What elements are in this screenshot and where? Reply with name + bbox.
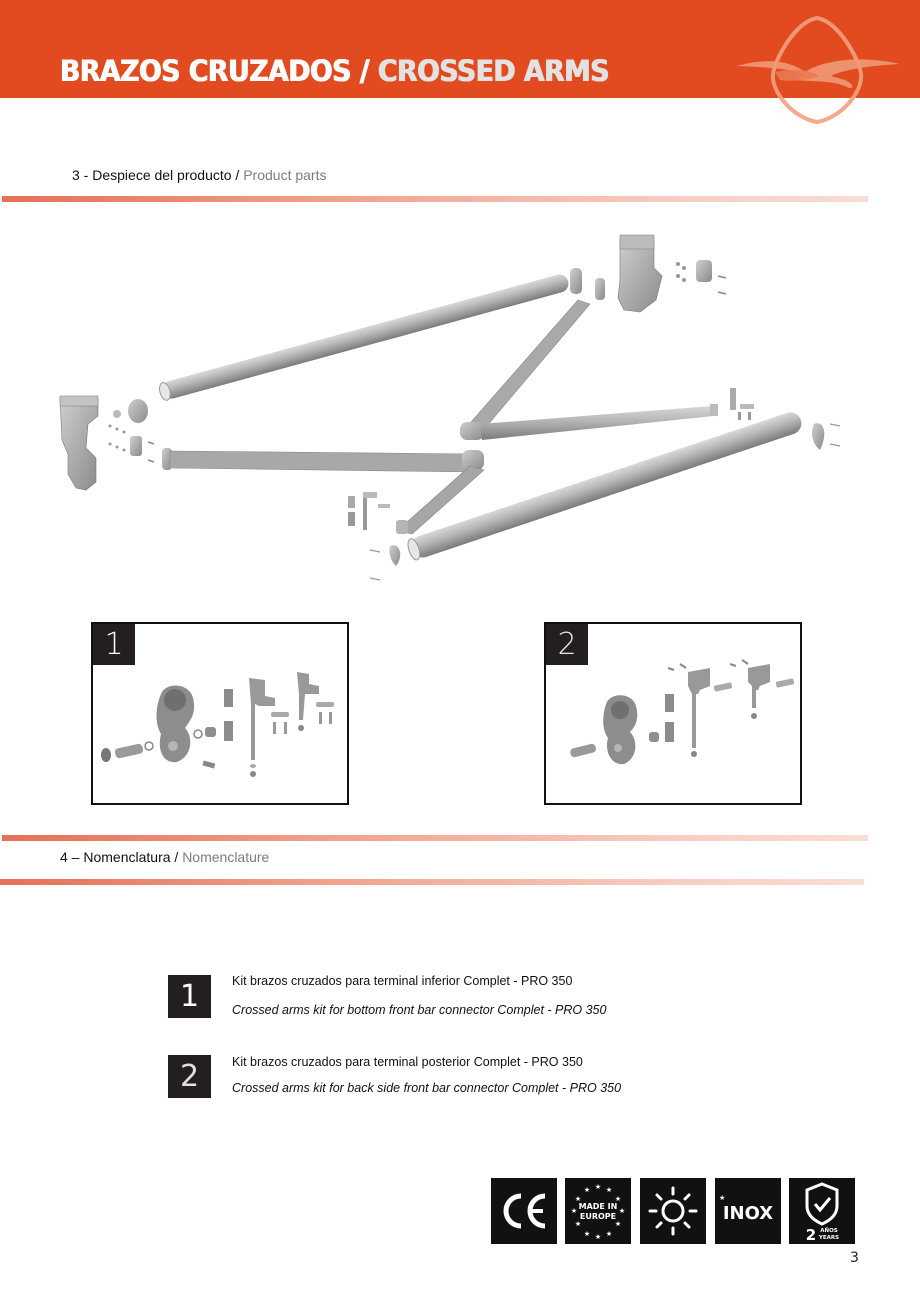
kit-badge-1: 1 bbox=[93, 624, 135, 665]
roller-tube-top bbox=[159, 274, 569, 401]
page-header: BRAZOS CRUZADOS / CROSSED ARMS bbox=[0, 0, 920, 98]
nomenclature-text-english: Crossed arms kit for back side front bar… bbox=[232, 1081, 622, 1095]
svg-text:★: ★ bbox=[584, 1186, 590, 1194]
section-divider bbox=[2, 196, 868, 202]
svg-text:INOX: INOX bbox=[723, 1203, 773, 1224]
title-spanish: BRAZOS CRUZADOS bbox=[60, 54, 351, 88]
svg-text:AÑOS: AÑOS bbox=[820, 1227, 838, 1234]
section-separator: / bbox=[170, 849, 183, 865]
nomenclature-badge-2: 2 bbox=[168, 1055, 211, 1098]
svg-text:★: ★ bbox=[615, 1220, 621, 1228]
section-title-english: Product parts bbox=[243, 167, 327, 183]
section-divider bbox=[2, 835, 868, 841]
section-number: 4 – bbox=[60, 849, 84, 865]
ce-mark-icon bbox=[491, 1178, 557, 1244]
right-end-cap bbox=[812, 423, 841, 450]
section-heading-nomenclature: 4 – Nomenclatura / Nomenclature bbox=[60, 849, 269, 865]
page-number: 3 bbox=[850, 1250, 859, 1266]
svg-text:2: 2 bbox=[806, 1226, 816, 1244]
page-title: BRAZOS CRUZADOS / CROSSED ARMS bbox=[60, 54, 610, 88]
svg-text:★: ★ bbox=[615, 1195, 621, 1203]
exploded-crossed-arms-diagram bbox=[59, 234, 841, 581]
kit-2-back-side-front-bar-connector-parts bbox=[570, 659, 795, 765]
inox-icon: ★ INOX bbox=[715, 1178, 781, 1244]
svg-text:★: ★ bbox=[584, 1230, 590, 1238]
svg-text:★: ★ bbox=[619, 1207, 625, 1215]
title-separator: / bbox=[350, 54, 378, 88]
nomenclature-text-spanish: Kit brazos cruzados para terminal poster… bbox=[232, 1055, 583, 1069]
section-title-spanish: Nomenclatura bbox=[83, 849, 171, 865]
section-separator: / bbox=[231, 167, 244, 183]
kit-1-bottom-front-bar-connector-parts bbox=[101, 672, 334, 777]
title-english: CROSSED ARMS bbox=[377, 54, 610, 88]
section-title-spanish: Despiece del producto bbox=[92, 167, 232, 183]
svg-text:★: ★ bbox=[719, 1194, 725, 1202]
svg-text:★: ★ bbox=[571, 1207, 577, 1215]
warranty-shield-icon: 2 AÑOS YEARS bbox=[789, 1178, 855, 1244]
kit-2-image-box: 2 bbox=[544, 622, 802, 805]
section-number: 3 - bbox=[72, 167, 93, 183]
section-divider bbox=[0, 879, 864, 885]
kit-1-image-box: 1 bbox=[91, 622, 349, 805]
arm-lower-horizontal bbox=[162, 448, 485, 535]
brand-emblem-icon bbox=[737, 15, 900, 125]
svg-text:★: ★ bbox=[606, 1186, 612, 1194]
nomenclature-text-english: Crossed arms kit for bottom front bar co… bbox=[232, 1003, 607, 1017]
svg-text:EUROPE: EUROPE bbox=[580, 1212, 616, 1221]
front-bar-bottom bbox=[407, 412, 802, 561]
section-title-english: Nomenclature bbox=[182, 849, 270, 865]
top-right-bracket bbox=[570, 234, 727, 313]
arm-upper-diagonal bbox=[460, 299, 754, 440]
svg-text:YEARS: YEARS bbox=[818, 1235, 839, 1241]
svg-text:★: ★ bbox=[575, 1220, 581, 1228]
sun-resistant-icon bbox=[640, 1178, 706, 1244]
bottom-left-fittings bbox=[348, 492, 401, 581]
left-bracket bbox=[59, 395, 155, 491]
svg-text:★: ★ bbox=[595, 1183, 601, 1191]
nomenclature-badge-1: 1 bbox=[168, 975, 211, 1018]
svg-text:★: ★ bbox=[595, 1233, 601, 1241]
nomenclature-text-spanish: Kit brazos cruzados para terminal inferi… bbox=[232, 974, 573, 988]
kit-badge-2: 2 bbox=[546, 624, 588, 665]
svg-text:★: ★ bbox=[606, 1230, 612, 1238]
section-heading-product-parts: 3 - Despiece del producto / Product part… bbox=[72, 167, 326, 183]
svg-text:★: ★ bbox=[575, 1195, 581, 1203]
svg-text:MADE IN: MADE IN bbox=[579, 1202, 618, 1211]
made-in-europe-icon: ★★★ ★★ ★★ ★★ ★★★ MADE IN EUROPE bbox=[565, 1178, 631, 1244]
